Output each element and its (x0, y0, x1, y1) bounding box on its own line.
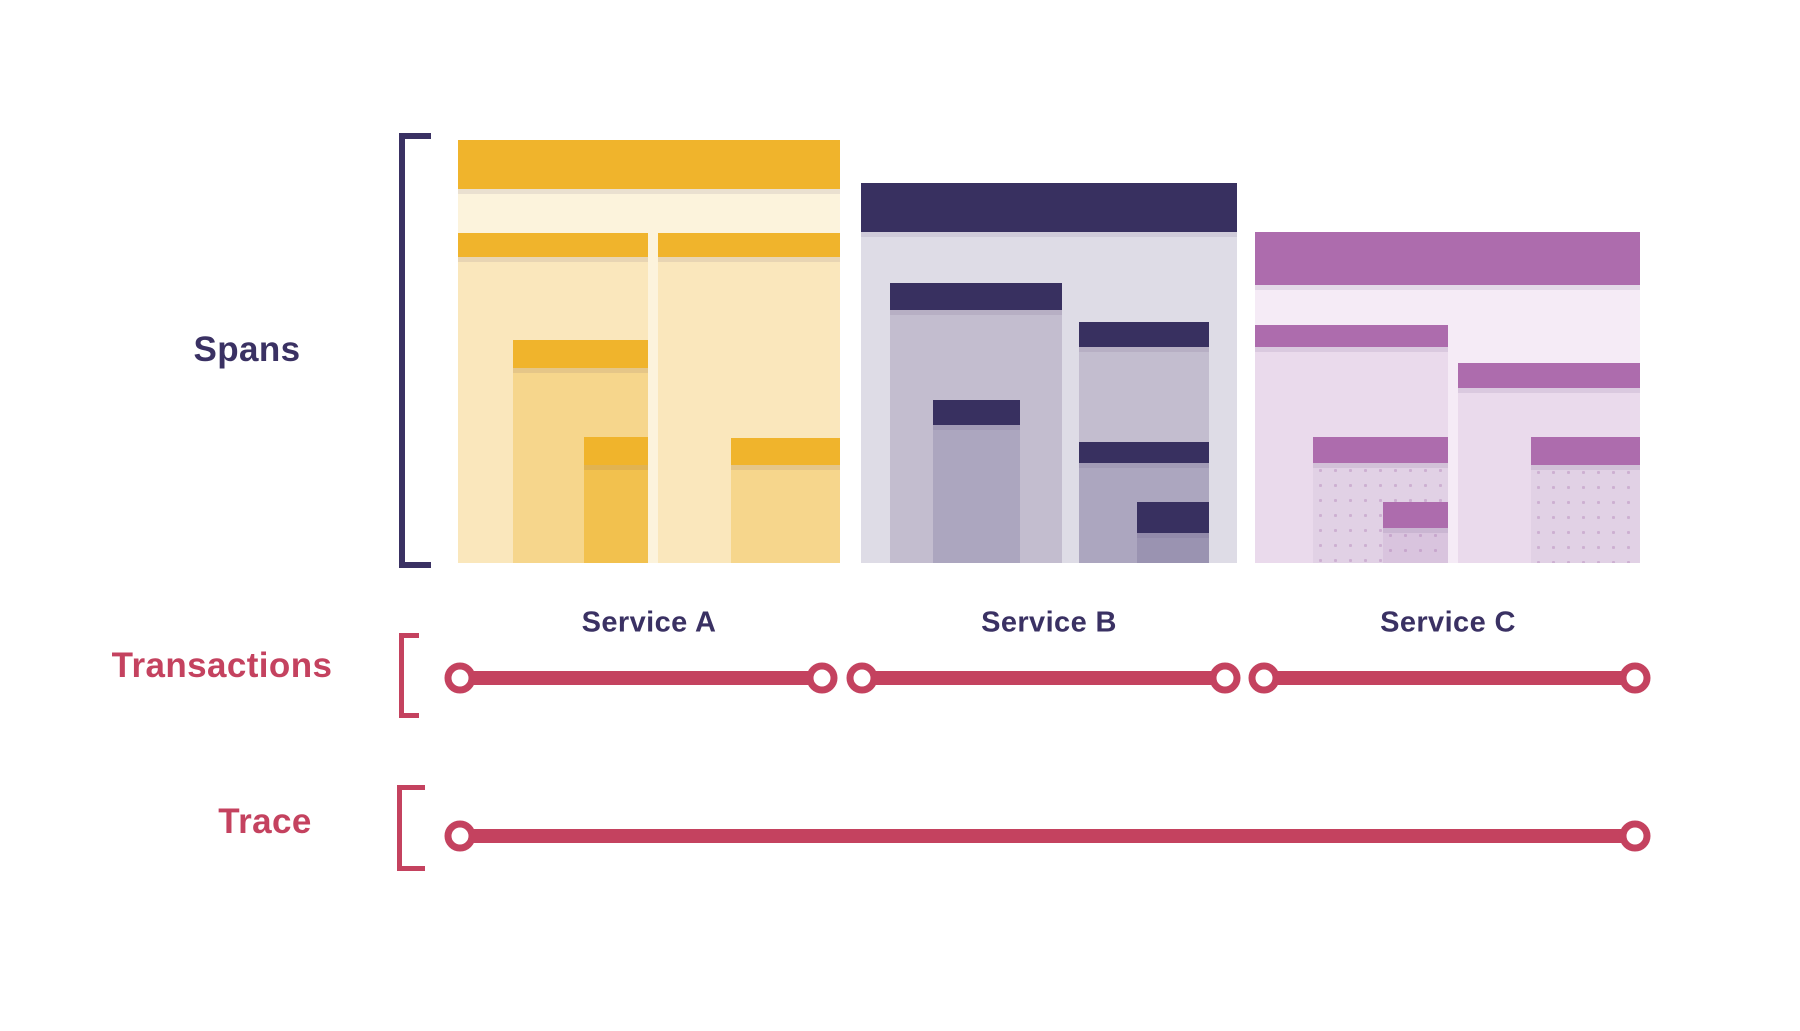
service-b-child2-greatgrandchild-span-bar (1137, 502, 1209, 533)
service-a-label: Service A (581, 606, 717, 639)
spans-label: Spans (193, 330, 301, 369)
service-b-child2-grandchild-span-bar (1079, 442, 1209, 463)
service-b-label: Service B (981, 606, 1117, 639)
transactions-timeline-segment-2-end-dot (1209, 662, 1241, 694)
transactions-timeline-segment-1-end-dot (806, 662, 838, 694)
transactions-timeline-segment-3-start-dot (1248, 662, 1280, 694)
trace-label: Trace (218, 802, 312, 841)
service-c-child2-span-bar (1458, 363, 1640, 388)
service-b-root-span-bar (861, 183, 1237, 232)
service-b-child2-greatgrandchild-span-body (1137, 533, 1209, 563)
service-a-child2-span-bar (658, 233, 840, 257)
transactions-timeline-segment-3 (1264, 671, 1635, 685)
service-b-child2-span-bar (1079, 322, 1209, 347)
service-a-child2-grandchild-span-body (731, 465, 840, 563)
trace-timeline-segment-1 (460, 829, 1635, 843)
service-c-child1-greatgrandchild-span-bar (1383, 502, 1448, 528)
service-c-child2-grandchild-span-body (1531, 465, 1640, 563)
transactions-timeline-segment-1-start-dot (444, 662, 476, 694)
trace-bracket (397, 785, 425, 871)
service-a-child2-grandchild-span-bar (731, 438, 840, 465)
transactions-label: Transactions (111, 646, 333, 685)
transactions-timeline-segment-1 (460, 671, 822, 685)
spans-bracket (399, 133, 431, 568)
service-b-child1-span-bar (890, 283, 1062, 310)
service-b-child1-grandchild-span-body (933, 425, 1020, 563)
service-b-child1-grandchild-span-bar (933, 400, 1020, 425)
service-c-root-span-bar (1255, 232, 1640, 285)
service-a-child1-greatgrandchild-span-body (584, 465, 648, 563)
service-c-child2-grandchild-span-bar (1531, 437, 1640, 465)
service-c-child1-span-bar (1255, 325, 1448, 347)
service-a-child1-greatgrandchild-span-bar (584, 437, 648, 465)
service-a-root-span-bar (458, 140, 840, 189)
transactions-timeline-segment-2 (862, 671, 1225, 685)
service-a-child1-grandchild-span-bar (513, 340, 648, 368)
service-c-label: Service C (1380, 606, 1516, 639)
transactions-timeline-segment-2-start-dot (846, 662, 878, 694)
service-a-child1-span-bar (458, 233, 648, 257)
service-c-child1-greatgrandchild-span-body (1383, 528, 1448, 563)
service-c-child1-grandchild-span-bar (1313, 437, 1448, 463)
trace-timeline-segment-1-end-dot (1619, 820, 1651, 852)
trace-timeline-segment-1-start-dot (444, 820, 476, 852)
transactions-bracket (399, 633, 419, 718)
transactions-timeline-segment-3-end-dot (1619, 662, 1651, 694)
